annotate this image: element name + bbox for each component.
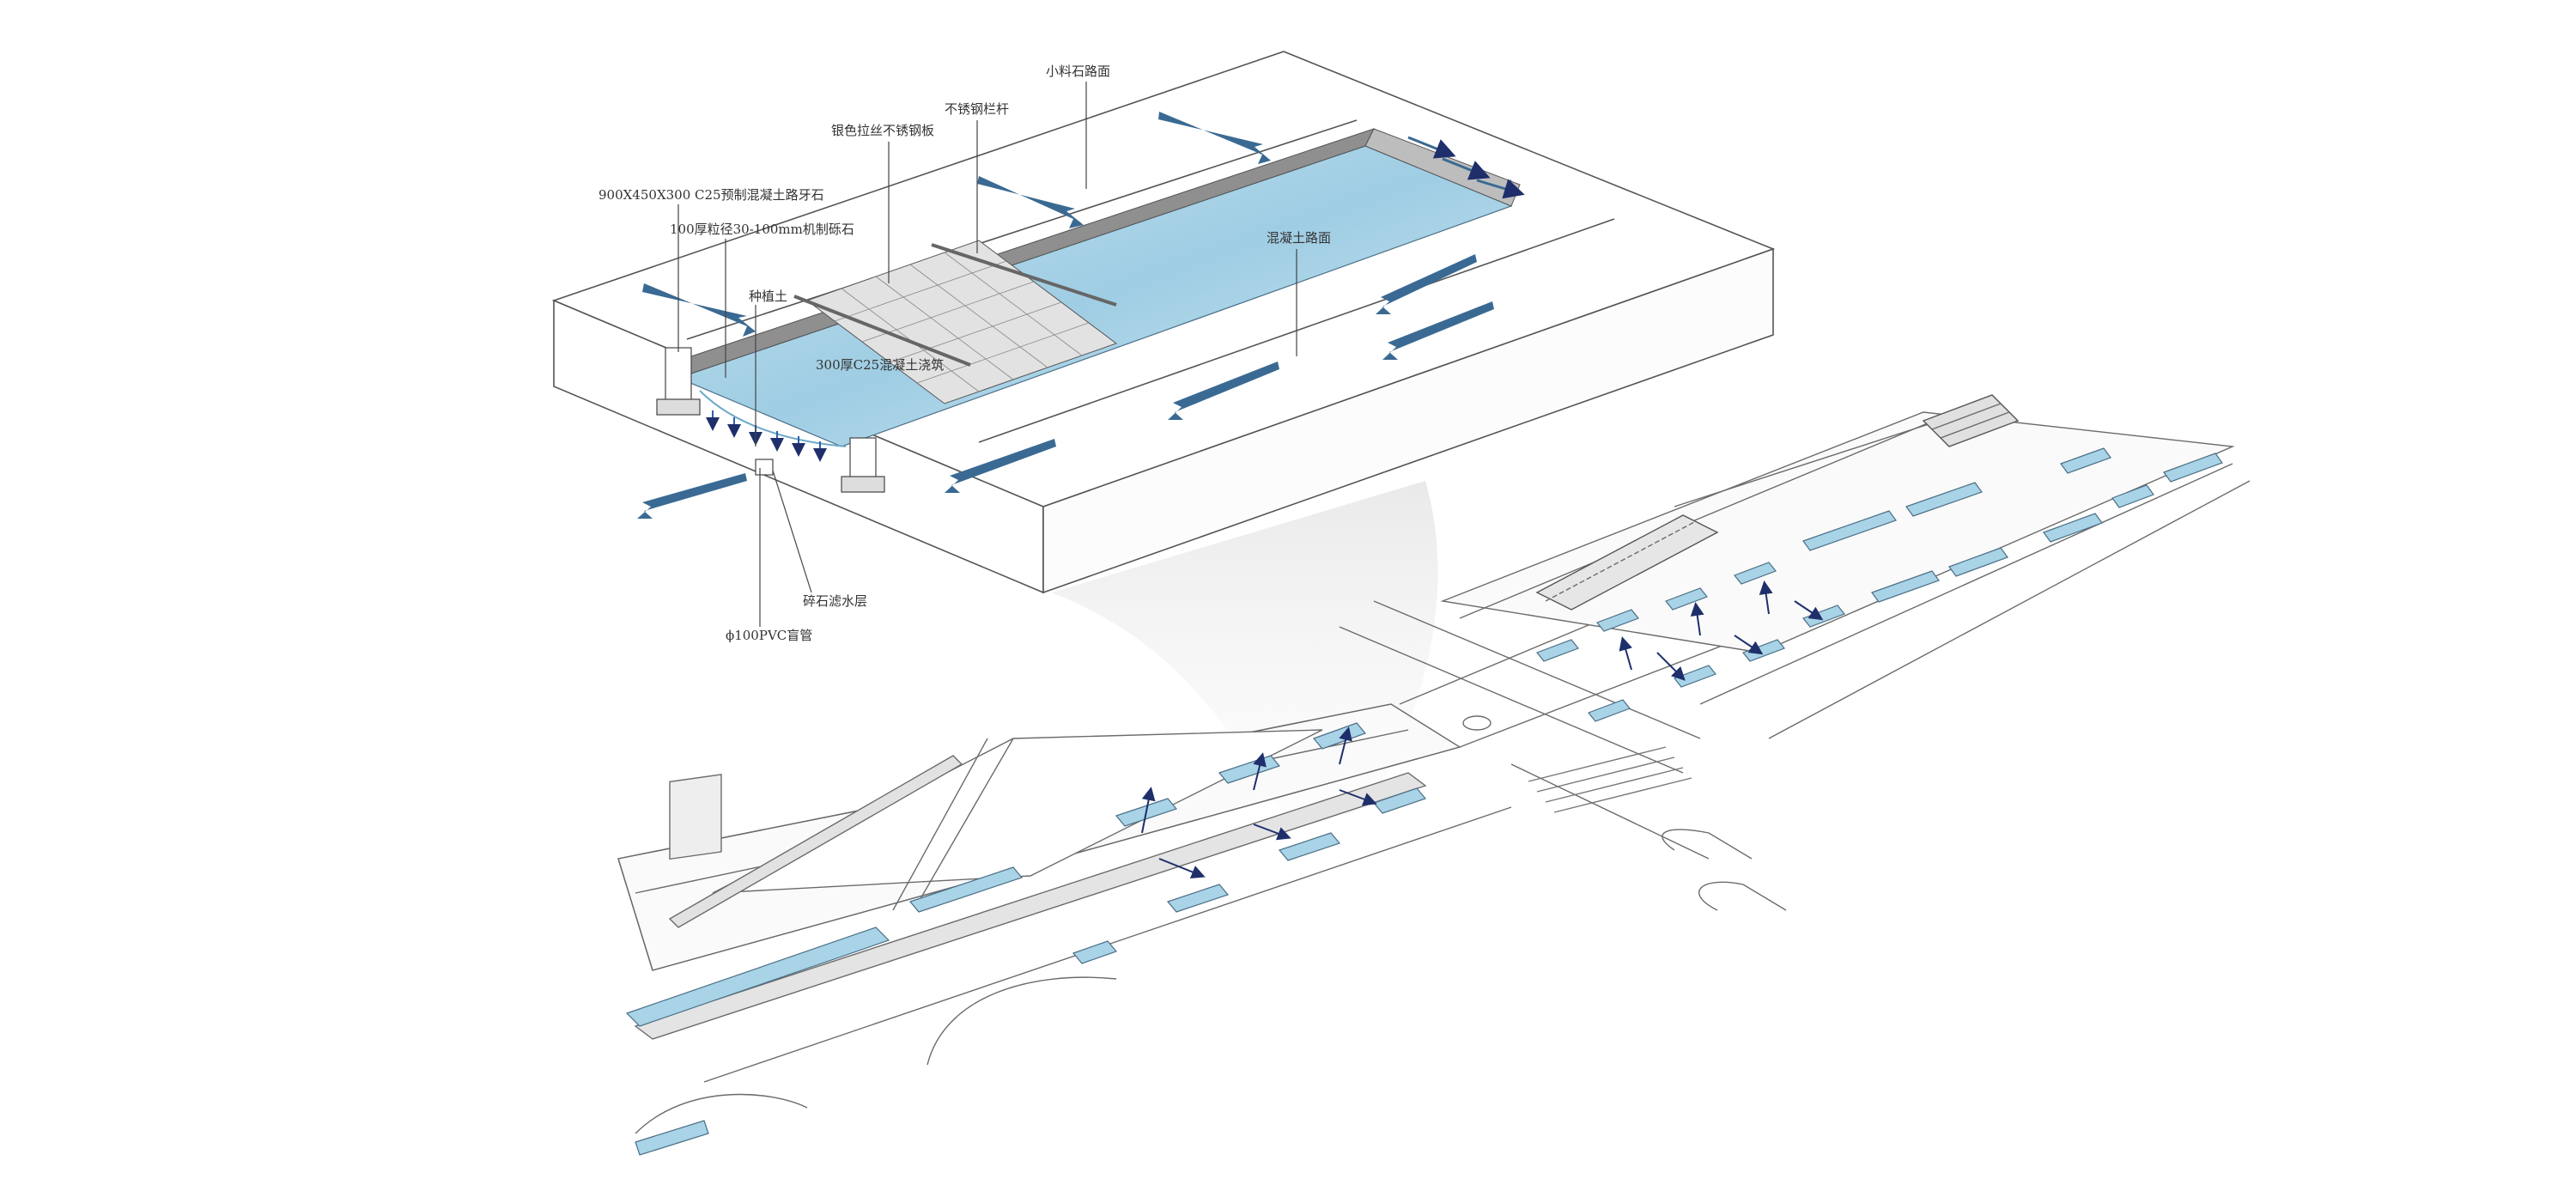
railings — [793, 243, 1117, 367]
steel-grating — [805, 240, 1118, 404]
label-planting-soil: 种植土 — [749, 289, 787, 304]
labels: 小料石路面 不锈钢栏杆 银色拉丝不锈钢板 900X450X300 C25预制混凝… — [598, 64, 1331, 643]
plan-building — [1535, 514, 1719, 611]
label-gravel-filter: 碎石滤水层 — [803, 593, 867, 609]
label-pvc-pipe: ϕ100PVC盲管 — [726, 628, 812, 643]
runoff-arrows — [637, 112, 1494, 519]
label-concrete-pavement: 混凝土路面 — [1267, 230, 1331, 246]
plan-rain-gardens — [625, 447, 2223, 1156]
label-crushed-stone-paving: 小料石路面 — [1046, 64, 1110, 79]
plan-crosswalk — [1528, 746, 1692, 813]
label-stainless-railing: 不锈钢栏杆 — [945, 101, 1009, 117]
leader-lines — [677, 82, 1297, 627]
label-precast-curb: 900X450X300 C25预制混凝土路牙石 — [598, 187, 824, 203]
block-right-face — [1042, 247, 1774, 594]
label-concrete-pour: 300厚C25混凝土浇筑 — [816, 357, 944, 373]
label-gravel-layer: 100厚粒径30-100mm机制砾石 — [670, 222, 854, 237]
plan-flow-arrows — [1141, 580, 1824, 878]
end-flow-arrows — [1407, 136, 1525, 199]
label-brushed-steel-plate: 银色拉丝不锈钢板 — [831, 123, 934, 138]
plan-plaza — [712, 729, 1323, 894]
section-cut — [656, 347, 885, 493]
